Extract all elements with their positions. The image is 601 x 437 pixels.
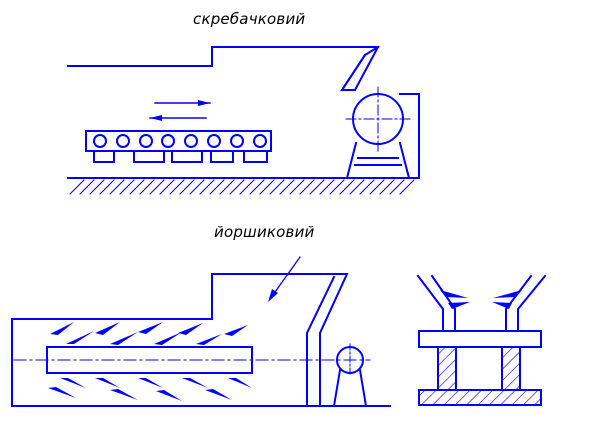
label-brush-type: йоршиковий <box>214 223 315 241</box>
scraper-rollers <box>93 134 267 148</box>
scraper-blades <box>93 150 268 163</box>
scraper-hopper-wall <box>340 53 367 92</box>
section-base <box>418 389 542 406</box>
brush-drive-wheel <box>332 343 368 408</box>
brush-machine <box>11 256 391 408</box>
brush-bristles-bottom <box>48 378 252 401</box>
scraper-machine <box>67 45 420 195</box>
scraper-right-wall <box>399 93 420 179</box>
section-top-plate <box>418 330 542 348</box>
brush-hopper-inner <box>306 275 336 407</box>
brush-housing <box>11 273 349 407</box>
reciprocating-arrows <box>149 100 211 121</box>
brush-bristles-top <box>50 322 248 345</box>
cross-section-view <box>416 274 547 406</box>
label-scraper-type: скребачковий <box>193 10 306 28</box>
section-left-post <box>437 346 457 391</box>
section-right-post <box>501 346 521 391</box>
scraper-ground-hatch <box>69 179 415 195</box>
scraper-housing <box>67 45 380 91</box>
brush-cylinder <box>46 346 253 374</box>
section-blades <box>440 290 522 309</box>
feed-arrow <box>268 256 301 302</box>
scraper-drive-motor <box>345 86 411 180</box>
